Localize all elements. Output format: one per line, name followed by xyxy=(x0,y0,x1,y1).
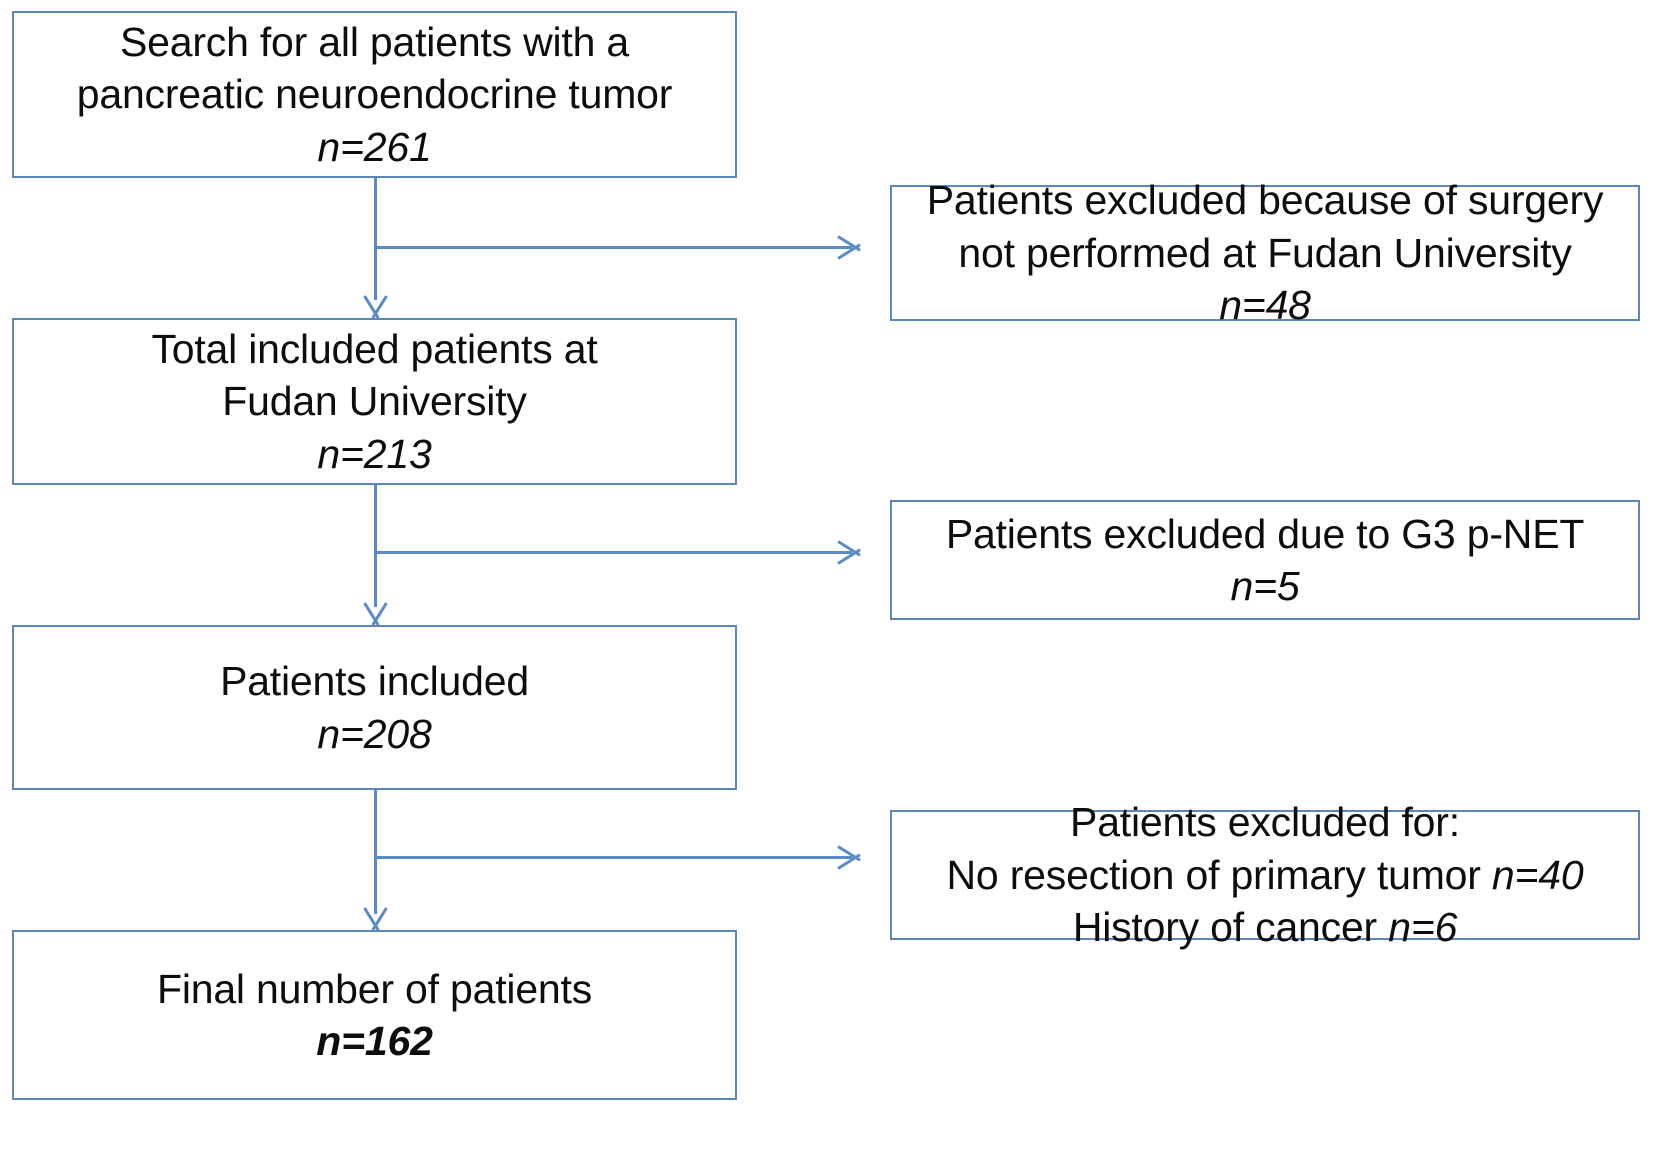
box-excluded-other-reasons: Patients excluded for: No resection of p… xyxy=(890,799,1640,950)
connector-search-to-excluded-surgery xyxy=(374,246,852,249)
box-included-line-1: Patients included xyxy=(220,658,529,705)
box-final-line-1: Final number of patients xyxy=(156,965,593,1012)
box-excluded-surgery-not-performed: Patients excluded because of surgery not… xyxy=(890,177,1640,328)
arrow-head-included-to-excluded-other xyxy=(838,845,864,870)
box-total-line-2: Fudan University xyxy=(222,378,527,425)
arrow-head-total-to-excluded-g3 xyxy=(838,540,864,565)
connector-search-to-total-vertical xyxy=(374,178,377,300)
box-included-count: n=208 xyxy=(317,710,432,757)
box-total-line-1: Total included patients at xyxy=(151,325,598,372)
arrow-head-included-to-final xyxy=(363,908,388,934)
box-excluded-other-line-2: No resection of primary tumor n=40 xyxy=(947,849,1584,901)
connector-total-to-included-vertical xyxy=(374,485,377,607)
connector-total-to-excluded-g3 xyxy=(374,551,852,554)
box-patients-included: Patients included n=208 xyxy=(12,625,737,790)
box-final-number-of-patients: Final number of patients n=162 xyxy=(12,930,737,1100)
box-excluded-other-line-2-count: n=40 xyxy=(1491,851,1584,898)
box-excluded-other-line-1: Patients excluded for: xyxy=(1070,799,1460,846)
connector-included-to-final-vertical xyxy=(374,790,377,914)
box-search-line-2: pancreatic neuroendocrine tumor xyxy=(76,71,673,118)
box-total-included-patients: Total included patients at Fudan Univers… xyxy=(12,318,737,485)
box-excluded-g3-pnet: Patients excluded due to G3 p-NET n=5 xyxy=(890,500,1640,620)
box-excluded-surgery-count: n=48 xyxy=(1219,282,1311,329)
box-search-line-1: Search for all patients with a xyxy=(119,18,630,65)
connector-included-to-excluded-other xyxy=(374,856,852,859)
box-excluded-other-line-3-text: History of cancer xyxy=(1072,904,1389,951)
arrow-head-search-to-total xyxy=(363,296,388,322)
box-total-count: n=213 xyxy=(317,430,432,477)
box-final-count: n=162 xyxy=(316,1018,433,1064)
box-search-count: n=261 xyxy=(317,123,432,170)
box-excluded-g3-count: n=5 xyxy=(1230,563,1300,609)
box-excluded-other-line-3-count: n=6 xyxy=(1388,904,1458,951)
box-search-all-patients: Search for all patients with a pancreati… xyxy=(12,11,737,178)
arrow-head-total-to-included xyxy=(363,603,388,629)
box-excluded-surgery-line-2: not performed at Fudan University xyxy=(958,229,1572,276)
box-excluded-other-line-3: History of cancer n=6 xyxy=(1072,901,1458,953)
box-excluded-other-line-2-text: No resection of primary tumor xyxy=(946,851,1492,898)
box-excluded-surgery-line-1: Patients excluded because of surgery xyxy=(926,177,1604,224)
arrow-head-search-to-excluded-surgery xyxy=(838,235,864,260)
box-excluded-g3-line-1: Patients excluded due to G3 p-NET xyxy=(945,510,1585,557)
